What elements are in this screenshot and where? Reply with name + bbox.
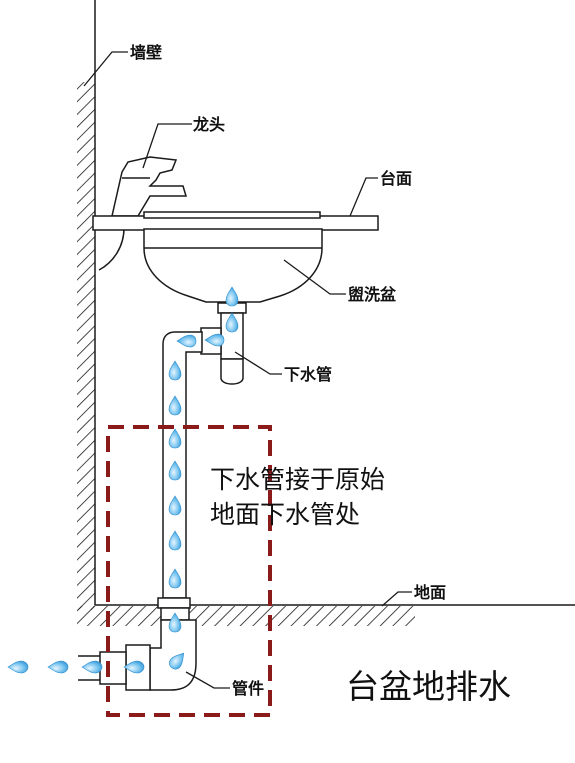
- leader-lines: [83, 51, 412, 689]
- fitting-label: 管件: [232, 679, 264, 698]
- note-line-2: 地面下水管处: [210, 500, 360, 529]
- floor-label: 地面: [414, 583, 446, 602]
- basin: [143, 211, 323, 303]
- drain-pipe: [157, 302, 247, 609]
- faucet-label: 龙头: [192, 115, 225, 134]
- faucet: [98, 156, 188, 271]
- highlight-box: [106, 425, 272, 717]
- drain-pipe-label: 下水管: [284, 365, 332, 384]
- diagram-title: 台盆地排水: [346, 667, 511, 706]
- wall-label: 墙壁: [130, 43, 162, 62]
- wall: [77, 0, 96, 610]
- note-line-1: 下水管接于原始: [210, 465, 385, 494]
- basin-label: 盥洗盆: [348, 285, 397, 304]
- countertop-label: 台面: [380, 169, 412, 188]
- floor: [77, 604, 575, 626]
